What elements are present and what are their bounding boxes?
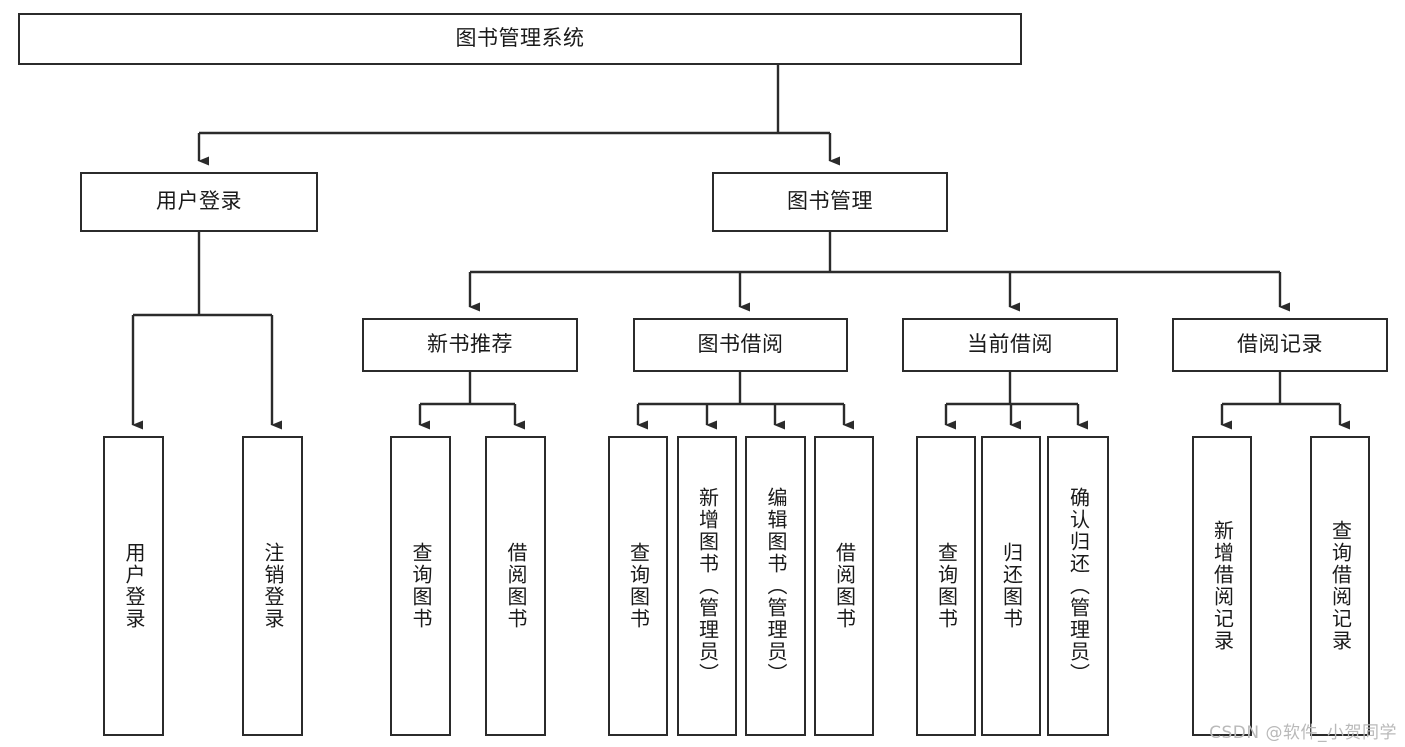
node-label: 用户登录 [156,189,242,214]
node-leaf-confirm-return[interactable]: 确认归还（管理员） [1047,436,1109,736]
node-label: 新书推荐 [427,332,513,357]
node-leaf-add-book[interactable]: 新增图书（管理员） [677,436,737,736]
node-label: 查询借阅记录 [1328,520,1353,652]
node-leaf-logout[interactable]: 注销登录 [242,436,303,736]
node-label: 用户登录 [122,542,146,630]
node-label: 新增借阅记录 [1210,520,1235,652]
node-label: 借阅图书 [832,542,857,630]
node-leaf-return-book[interactable]: 归还图书 [981,436,1041,736]
node-leaf-add-borrow-record[interactable]: 新增借阅记录 [1192,436,1252,736]
node-leaf-query-book-2[interactable]: 查询图书 [608,436,668,736]
watermark: CSDN @软件_小贺同学 [1209,723,1397,743]
node-leaf-query-borrow-record[interactable]: 查询借阅记录 [1310,436,1370,736]
node-label: 编辑图书（管理员） [764,487,788,685]
node-borrow-record[interactable]: 借阅记录 [1172,318,1388,372]
node-current-borrow[interactable]: 当前借阅 [902,318,1118,372]
node-label: 图书管理系统 [455,26,585,51]
node-label: 借阅图书 [504,542,528,630]
node-label: 查询图书 [626,542,651,630]
node-label: 图书管理 [787,189,873,214]
node-leaf-borrow-book-1[interactable]: 借阅图书 [485,436,546,736]
node-book-manage[interactable]: 图书管理 [712,172,948,232]
node-label: 注销登录 [261,542,285,630]
node-label: 当前借阅 [967,332,1053,357]
node-label: 图书借阅 [697,332,784,357]
node-label: 查询图书 [934,542,959,630]
node-label: 归还图书 [999,542,1024,630]
node-label: 查询图书 [409,542,433,630]
node-leaf-query-book-1[interactable]: 查询图书 [390,436,451,736]
node-book-borrow[interactable]: 图书借阅 [633,318,848,372]
node-leaf-borrow-book-2[interactable]: 借阅图书 [814,436,874,736]
node-leaf-edit-book[interactable]: 编辑图书（管理员） [745,436,806,736]
node-new-book-recommend[interactable]: 新书推荐 [362,318,578,372]
node-label: 新增图书（管理员） [695,487,720,685]
node-leaf-user-login[interactable]: 用户登录 [103,436,164,736]
node-label: 借阅记录 [1237,332,1323,357]
node-root[interactable]: 图书管理系统 [18,13,1022,65]
node-user-login[interactable]: 用户登录 [80,172,318,232]
node-label: 确认归还（管理员） [1066,487,1091,685]
node-leaf-query-book-3[interactable]: 查询图书 [916,436,976,736]
